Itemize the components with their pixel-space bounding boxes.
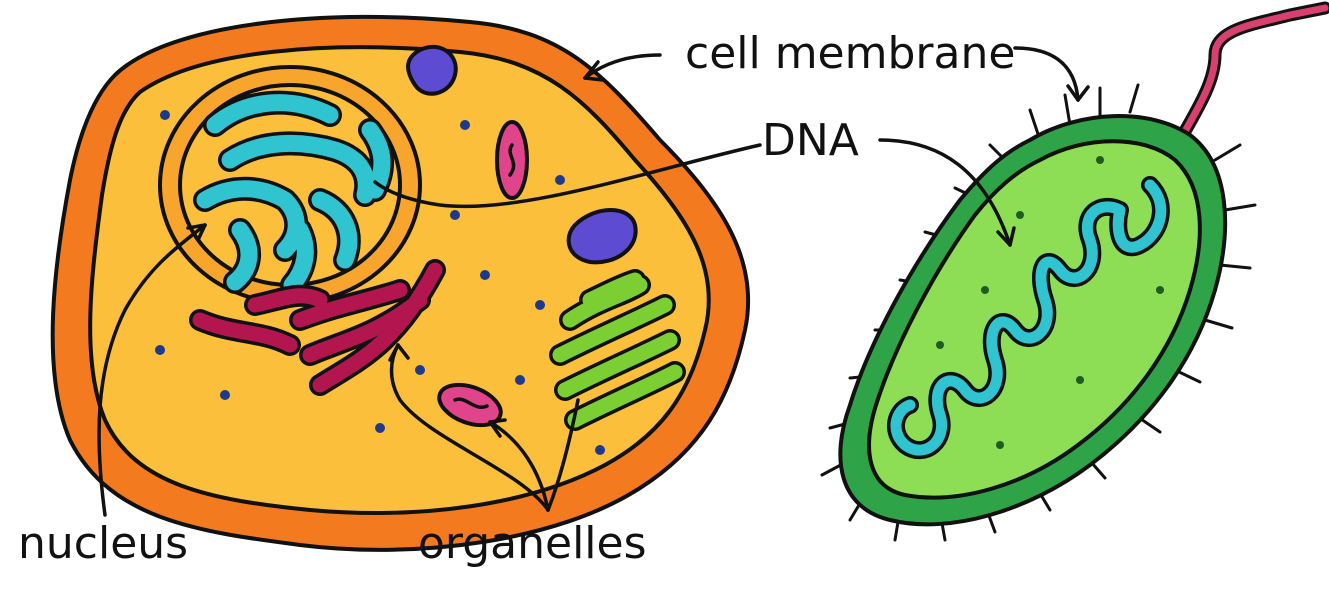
label-organelles: organelles: [418, 518, 647, 569]
label-nucleus: nucleus: [18, 518, 188, 569]
vesicle-top: [408, 47, 456, 94]
label-dna: DNA: [762, 115, 859, 166]
bacterium: [822, 8, 1325, 540]
eukaryotic-cell: [53, 17, 748, 550]
label-cell-membrane: cell membrane: [685, 28, 1015, 79]
